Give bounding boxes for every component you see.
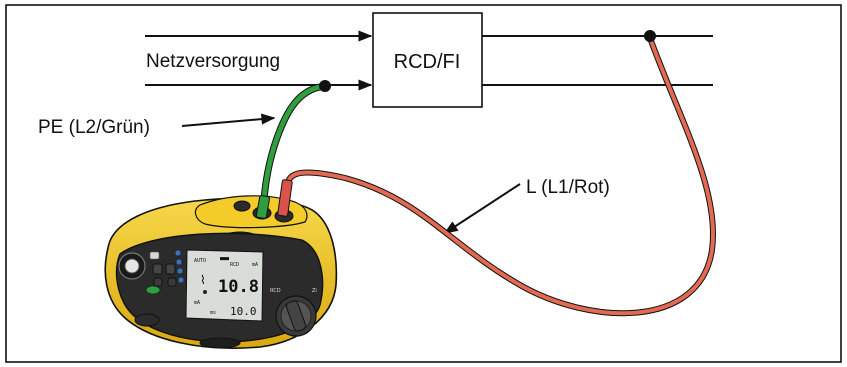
svg-text:⌇: ⌇ (200, 273, 206, 287)
red-test-lead (285, 35, 716, 317)
line-connection-dot (644, 30, 656, 42)
installation-tester: ■■■ RCD AUTO mA ⌇ 10.8 mA 10.0 ms RCD Zi (104, 179, 338, 349)
pe-pointer-arrow (181, 113, 276, 127)
lcd-main-reading: 10.8 (218, 277, 259, 297)
pe-connection-dot (319, 80, 331, 92)
lcd-sub-reading: 10.0 (230, 305, 257, 318)
lcd-display: ■■■ RCD AUTO mA ⌇ 10.8 mA 10.0 ms (185, 249, 264, 322)
rcd-box: RCD/FI (372, 12, 483, 108)
button-cluster (145, 249, 185, 295)
rotary-selector-icon: RCD Zi (270, 288, 317, 337)
line-pointer-arrow (443, 183, 521, 234)
svg-text:mA: mA (194, 300, 200, 306)
green-plug (255, 195, 271, 219)
svg-text:RCD: RCD (230, 262, 239, 268)
pe-label: PE (L2/Grün) (38, 117, 150, 138)
svg-text:■■■: ■■■ (220, 256, 229, 262)
bottom-foot (199, 337, 241, 349)
supply-label: Netzversorgung (146, 51, 280, 72)
red-plug (277, 179, 293, 217)
rcd-label: RCD/FI (394, 51, 461, 73)
svg-text:ms: ms (210, 310, 216, 316)
svg-text:Zi: Zi (312, 288, 317, 294)
line-label: L (L1/Rot) (526, 177, 610, 198)
svg-text:RCD: RCD (270, 288, 281, 294)
left-foot (134, 313, 160, 327)
green-test-lead (260, 82, 330, 204)
frame-border (5, 4, 842, 363)
test-button (145, 285, 161, 295)
svg-text:AUTO: AUTO (194, 258, 206, 264)
left-dial-icon (118, 252, 146, 280)
svg-text:mA: mA (252, 262, 258, 268)
